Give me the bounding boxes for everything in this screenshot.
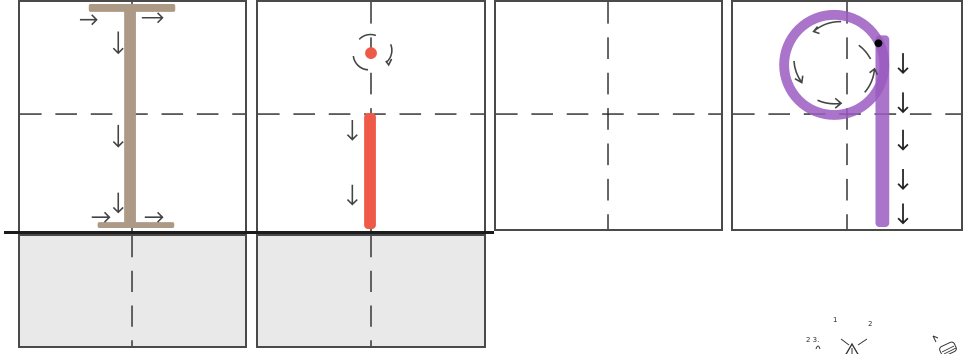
- letter-i-stroke-guide: [258, 2, 484, 231]
- letter-q-stem: [875, 35, 889, 227]
- letter-i-stem: [364, 113, 376, 229]
- letter-box-4: [731, 0, 963, 231]
- arrow-right-icon: [92, 212, 110, 222]
- arrow-down-icon: [898, 130, 908, 150]
- arrow-right-icon: [80, 15, 97, 25]
- start-dot: [875, 39, 883, 47]
- arrow-down-icon: [113, 125, 123, 147]
- letter-I: [89, 4, 175, 228]
- letter-q-bowl: [784, 15, 884, 115]
- arrow-down-icon: [113, 193, 123, 213]
- arrow-down-icon: [113, 32, 123, 54]
- arrow-right-icon: [145, 212, 163, 222]
- arrow-down-icon: [898, 169, 908, 189]
- letter-box-3: [494, 0, 723, 231]
- arrow-down-icon: [347, 185, 357, 205]
- descender-box-1: [18, 234, 247, 348]
- arrow-down-icon: [898, 53, 908, 73]
- grip-label-1: 1: [833, 317, 837, 324]
- grip-label-2: 2: [868, 321, 872, 328]
- pencil-icon: [928, 330, 958, 354]
- circular-arrows-icon: [794, 22, 878, 108]
- stroke-direction-arrows: [347, 120, 357, 205]
- letter-box-2: [256, 0, 486, 233]
- descender-box-2: [256, 234, 486, 348]
- arrow-down-icon: [898, 203, 908, 223]
- dot-of-i: [365, 47, 377, 59]
- stroke-direction-arrows: [898, 53, 908, 223]
- letter-I-stroke-guide: [20, 2, 245, 231]
- letter-q-stroke-guide: [733, 2, 961, 229]
- arrow-right-icon: [142, 13, 163, 23]
- grip-label-2-3: 2 3.: [806, 337, 819, 344]
- arrow-down-icon: [898, 92, 908, 112]
- arrow-down-icon: [347, 120, 357, 140]
- letter-box-1: [18, 0, 247, 233]
- stroke-direction-arrows: [80, 13, 163, 222]
